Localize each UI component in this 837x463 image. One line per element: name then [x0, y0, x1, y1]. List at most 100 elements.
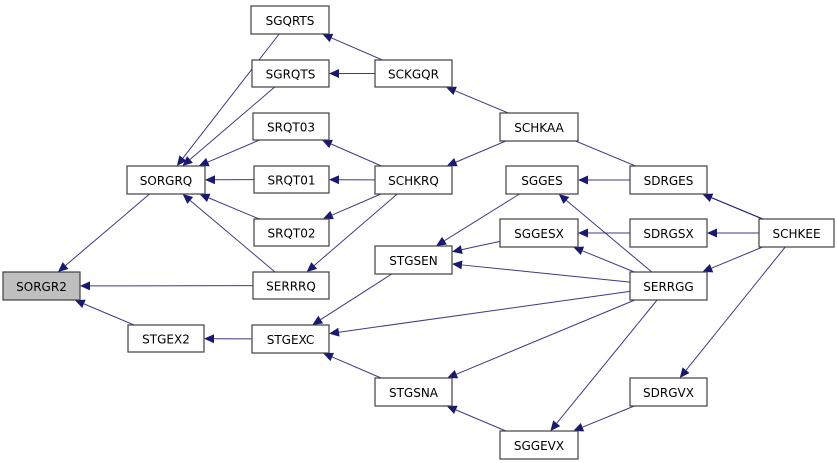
edge-srqt01-to-sorgrq: [205, 175, 255, 185]
edge-line: [582, 250, 635, 273]
node-box: [499, 218, 579, 248]
edge-schkee-to-sdrges: [702, 193, 763, 220]
edge-line: [685, 246, 786, 371]
node-sorgr2[interactable]: SORGR2: [2, 271, 81, 301]
node-sggesx[interactable]: SGGESX: [499, 218, 579, 248]
node-schkrq[interactable]: SCHKRQ: [374, 165, 453, 195]
node-label: SERRRQ: [266, 280, 316, 294]
node-srqt03[interactable]: SRQT03: [252, 112, 330, 141]
node-box: [253, 165, 330, 194]
edge-serrgg-to-sgges: [558, 194, 653, 273]
node-label: SCHKAA: [514, 121, 564, 135]
node-sdrgsx[interactable]: SDRGSX: [629, 218, 708, 248]
edge-srqt03-to-sorgrq: [198, 139, 260, 167]
edge-sckgqr-to-sgqrts: [322, 33, 383, 61]
node-label: SCHKEE: [772, 227, 820, 241]
node-sckgqr[interactable]: SCKGQR: [374, 59, 453, 88]
edge-line: [189, 200, 276, 273]
edge-line: [556, 299, 658, 424]
edge-sdrgsx-to-sggesx: [578, 228, 630, 238]
arrowhead-icon: [435, 236, 447, 246]
node-serrrq[interactable]: SERRRQ: [252, 271, 330, 300]
edge-line: [338, 290, 631, 333]
node-box: [629, 377, 708, 407]
edge-line: [566, 200, 653, 273]
edge-sdrgvx-to-sggevx: [573, 405, 635, 432]
edge-schkrq-to-srqt02: [322, 193, 382, 220]
node-box: [2, 271, 81, 301]
arrowhead-icon: [329, 175, 340, 185]
node-label: SORGRQ: [140, 174, 192, 188]
node-box: [629, 165, 708, 195]
arrowhead-icon: [321, 139, 333, 149]
edge-line: [182, 33, 280, 159]
edge-serrgg-to-stgsen: [452, 260, 631, 283]
node-srqt02[interactable]: SRQT02: [253, 218, 330, 247]
node-sggevx[interactable]: SGGEVX: [499, 430, 579, 460]
edge-serrgg-to-sggevx: [550, 299, 658, 431]
edge-schkrq-to-srqt03: [321, 139, 382, 167]
edge-sgges-to-stgsen: [435, 193, 520, 246]
edge-sgrqts-to-sorgrq: [182, 86, 276, 166]
edge-sggesx-to-stgsen: [452, 240, 501, 255]
arrowhead-icon: [322, 33, 334, 43]
node-box: [499, 430, 579, 460]
edge-line: [331, 193, 382, 216]
node-box: [505, 165, 579, 195]
arrowhead-icon: [447, 370, 459, 379]
arrowhead-icon: [550, 420, 561, 431]
edge-line: [331, 37, 383, 61]
node-stgexc[interactable]: STGEXC: [251, 324, 330, 354]
edge-line: [189, 86, 276, 160]
edge-line: [208, 197, 260, 220]
node-label: SGQRTS: [266, 14, 315, 28]
edge-serrrq-to-sorgr2: [80, 281, 254, 291]
edge-schkrq-to-serrrq: [306, 193, 398, 272]
node-box: [252, 112, 330, 141]
arrowhead-icon: [452, 245, 463, 255]
node-schkaa[interactable]: SCHKAA: [499, 112, 579, 142]
arrowhead-icon: [204, 334, 215, 344]
arrowhead-icon: [578, 175, 588, 185]
arrowhead-icon: [573, 246, 585, 255]
node-sgrqts[interactable]: SGRQTS: [251, 59, 330, 88]
arrowhead-icon: [182, 194, 194, 204]
edge-schkee-to-sdrgsx: [707, 228, 759, 238]
node-stgsen[interactable]: STGSEN: [374, 245, 453, 275]
edge-line: [320, 273, 392, 321]
arrowhead-icon: [573, 423, 585, 432]
node-box: [250, 5, 330, 35]
edge-sckgqr-to-sgrqts: [329, 69, 375, 78]
node-box: [499, 112, 579, 142]
node-sdrges[interactable]: SDRGES: [629, 165, 708, 195]
node-box: [374, 59, 453, 88]
node-box: [374, 245, 453, 275]
arrowhead-icon: [329, 69, 339, 78]
node-stgsna[interactable]: STGSNA: [374, 377, 453, 407]
edge-line: [313, 193, 398, 266]
node-sorgrq[interactable]: SORGRQ: [126, 165, 206, 195]
edge-line: [455, 140, 507, 163]
arrowhead-icon: [198, 157, 210, 167]
edge-line: [444, 193, 520, 242]
node-schkee[interactable]: SCHKEE: [758, 218, 835, 248]
edge-line: [461, 240, 501, 251]
node-label: SGRQTS: [266, 68, 316, 82]
edge-schkee-to-serrgg: [702, 246, 763, 273]
node-serrgg[interactable]: SERRGG: [629, 271, 708, 301]
node-label: SCKGQR: [388, 68, 439, 82]
node-sgges[interactable]: SGGES: [505, 165, 579, 195]
node-sgqrts[interactable]: SGQRTS: [250, 5, 330, 35]
node-label: SGGEVX: [514, 439, 564, 453]
edge-line: [582, 405, 635, 428]
node-stgex2[interactable]: STGEX2: [127, 324, 205, 353]
node-srqt01[interactable]: SRQT01: [253, 165, 330, 194]
edge-sggevx-to-stgsna: [446, 405, 507, 432]
arrowhead-icon: [199, 193, 211, 203]
edge-sorgrq-to-sorgr2: [57, 193, 150, 272]
arrowhead-icon: [558, 194, 570, 204]
node-sdrgvx[interactable]: SDRGVX: [629, 377, 708, 407]
arrowhead-icon: [702, 264, 714, 273]
edge-line: [65, 193, 150, 266]
node-box: [374, 165, 453, 195]
